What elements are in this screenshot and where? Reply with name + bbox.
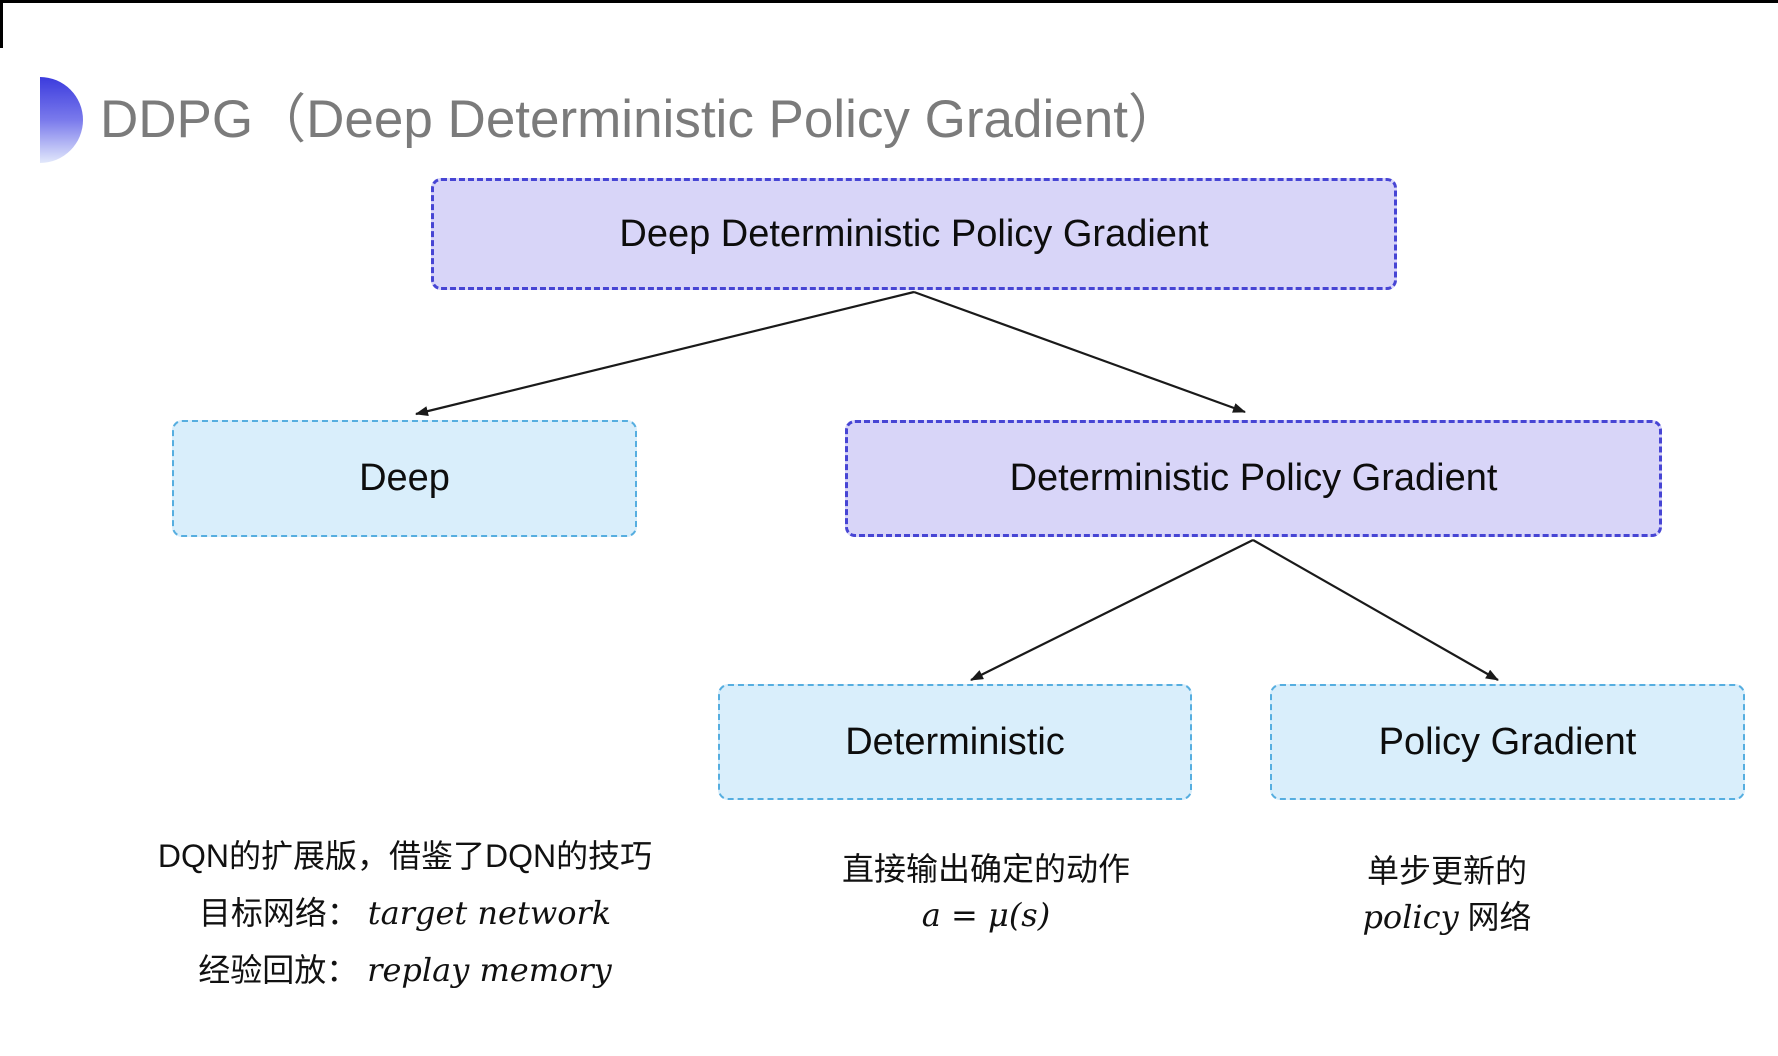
replay-memory-value: replay memory <box>367 951 612 989</box>
annotation-det-formula: a = μ(s) <box>921 896 1051 934</box>
node-label: Policy Gradient <box>1378 720 1637 763</box>
policy-word: policy <box>1362 898 1459 936</box>
node-deterministic-policy-gradient: Deterministic Policy Gradient <box>845 420 1662 537</box>
target-network-value: target network <box>367 894 612 932</box>
node-label: Deterministic Policy Gradient <box>1009 457 1498 499</box>
node-label: Deep Deterministic Policy Gradient <box>619 212 1209 255</box>
policy-rest: 网络 <box>1458 899 1532 935</box>
annotation-policy-gradient: 单步更新的 policy 网络 <box>1247 848 1647 940</box>
node-deep: Deep <box>172 420 637 537</box>
node-label: Deterministic <box>845 720 1065 763</box>
arrow-dpg-to-det <box>970 539 1254 681</box>
node-deterministic: Deterministic <box>718 684 1192 800</box>
annotation-deep: DQN的扩展版，借鉴了DQN的技巧 目标网络： target network 经… <box>105 828 705 999</box>
annotation-det-line1: 直接输出确定的动作 <box>841 851 1130 887</box>
node-deep-deterministic-policy-gradient: Deep Deterministic Policy Gradient <box>431 178 1397 290</box>
node-policy-gradient: Policy Gradient <box>1270 684 1745 800</box>
title-bullet-icon <box>40 77 83 163</box>
annotation-deep-line2: 目标网络： target network <box>105 885 705 942</box>
arrow-dpg-to-pg <box>1252 539 1499 681</box>
arrow-root-to-dpg <box>913 290 1246 414</box>
window-edge-top <box>0 0 1778 3</box>
annotation-pg-line2: policy 网络 <box>1247 894 1647 940</box>
target-network-label: 目标网络： <box>198 895 359 931</box>
annotation-deep-line3: 经验回放： replay memory <box>105 942 705 999</box>
node-label: Deep <box>359 457 450 499</box>
page-title: DDPG（Deep Deterministic Policy Gradient） <box>100 90 1181 149</box>
annotation-deep-line1: DQN的扩展版，借鉴了DQN的技巧 <box>157 838 653 874</box>
window-edge-left <box>0 0 3 48</box>
arrow-root-to-deep <box>415 290 915 417</box>
annotation-deterministic: 直接输出确定的动作 a = μ(s) <box>786 846 1186 938</box>
annotation-pg-line1: 单步更新的 <box>1366 853 1527 889</box>
replay-memory-label: 经验回放： <box>198 952 359 988</box>
